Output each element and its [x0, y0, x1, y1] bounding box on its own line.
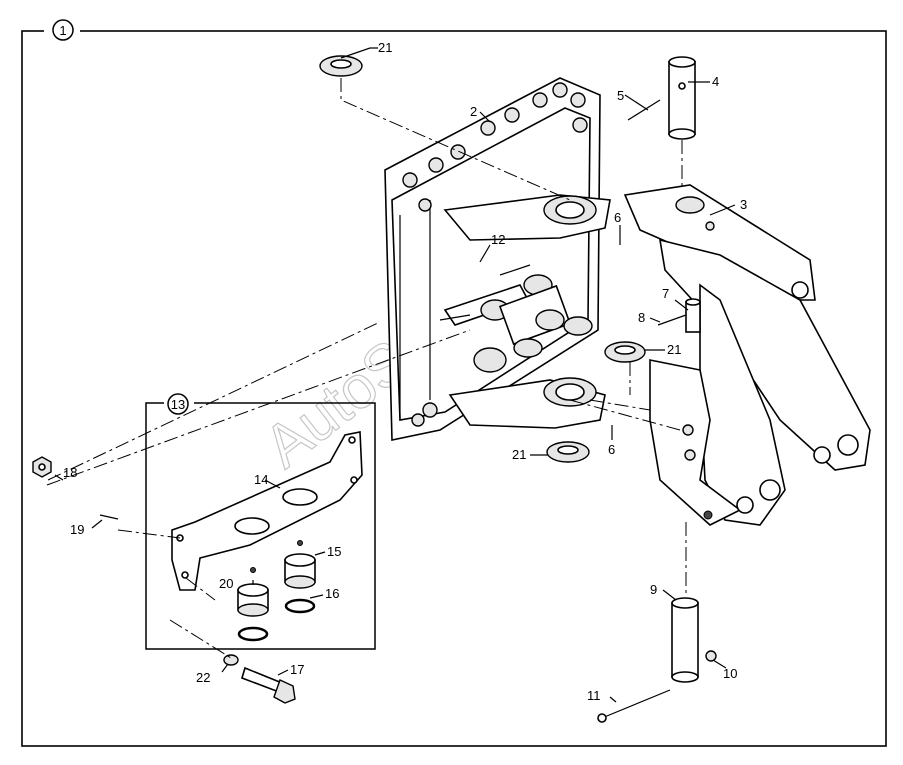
callout-7: 7 — [662, 286, 669, 301]
svg-text:13: 13 — [171, 397, 185, 412]
leader-lines — [54, 47, 736, 703]
callout-6-upper: 6 — [614, 210, 621, 225]
washer-22 — [223, 654, 239, 666]
callout-16: 16 — [325, 586, 339, 601]
callout-4: 4 — [712, 74, 719, 89]
callout-19: 19 — [70, 522, 84, 537]
o-ring-16 — [284, 598, 316, 614]
swing-arm — [623, 184, 871, 526]
callout-17: 17 — [290, 662, 304, 677]
o-ring-lower — [237, 626, 269, 642]
callout-11: 11 — [587, 688, 601, 703]
assembly-center-lines — [46, 78, 687, 659]
svg-text:1: 1 — [59, 23, 66, 38]
washer-21-top — [319, 55, 363, 77]
callout-20: 20 — [219, 576, 233, 591]
subassembly-box-13 — [145, 402, 376, 650]
nut-18 — [32, 456, 52, 478]
callout-18: 18 — [63, 465, 77, 480]
callout-3: 3 — [740, 197, 747, 212]
main-mounting-frame — [384, 77, 611, 441]
callout-21-top: 21 — [378, 40, 392, 55]
bolt-11 — [597, 689, 671, 723]
washer-21-low — [546, 441, 590, 463]
group-number-badge: 1 — [44, 19, 80, 41]
washer-21-mid — [604, 341, 646, 363]
callout-5: 5 — [617, 88, 624, 103]
callout-9: 9 — [650, 582, 657, 597]
bracket-14 — [171, 431, 363, 591]
bushing-20 — [237, 583, 269, 617]
callout-22: 22 — [196, 670, 210, 685]
callout-6-lower: 6 — [608, 442, 615, 457]
callout-21-mid: 21 — [667, 342, 681, 357]
pin-9 — [671, 597, 699, 683]
callout-15: 15 — [327, 544, 341, 559]
bolt-17 — [241, 666, 296, 704]
bushing-15 — [284, 553, 316, 589]
nut-10 — [705, 650, 717, 662]
callout-10: 10 — [723, 666, 737, 681]
bolt-5 — [627, 99, 661, 121]
pin-7 — [685, 298, 701, 333]
callout-12: 12 — [491, 232, 505, 247]
subgroup-number-badge: 13 — [164, 393, 194, 415]
pin-4 — [668, 56, 696, 140]
callout-14: 14 — [254, 472, 268, 487]
diagram-frame — [21, 30, 887, 747]
bolt-8 — [657, 314, 687, 326]
callout-21-low: 21 — [512, 447, 526, 462]
callout-8: 8 — [638, 310, 645, 325]
pin-19 — [99, 514, 119, 520]
callout-2: 2 — [470, 104, 477, 119]
